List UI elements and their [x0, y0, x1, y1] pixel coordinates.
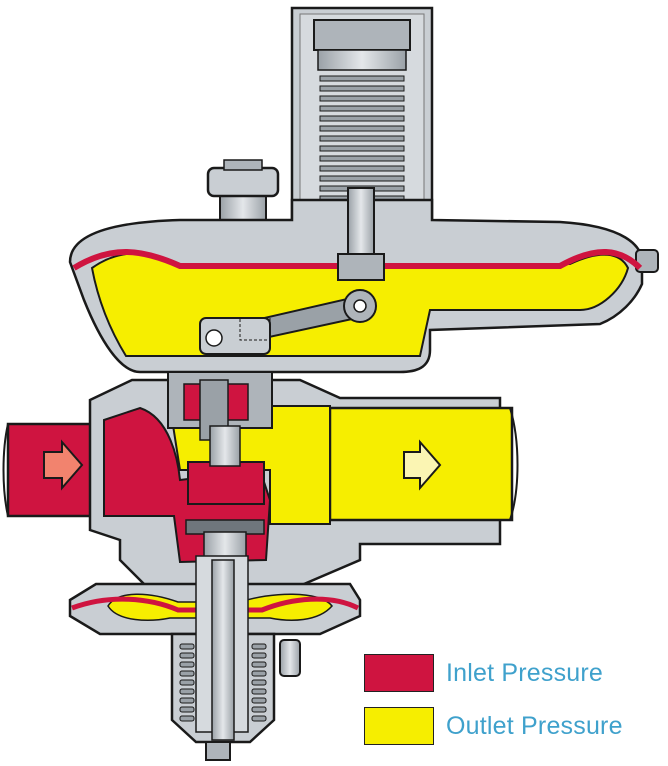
spring-coil [319, 135, 405, 142]
legend-outlet: Outlet Pressure [364, 706, 623, 746]
lower-spring-coil [179, 688, 195, 695]
outlet-flow-arrow [403, 439, 442, 491]
lower-spring-coil [179, 679, 195, 686]
lower-spring-coil [179, 715, 195, 722]
lower-spring-housing [170, 555, 276, 761]
lower-spring-coil [179, 670, 195, 677]
lower-spring-coil [251, 697, 267, 704]
lower-spring-coil [251, 661, 267, 668]
legend-outlet-label: Outlet Pressure [446, 711, 623, 740]
lower-spring-coil [251, 688, 267, 695]
lever-mechanism [199, 187, 385, 355]
spring-coil [319, 145, 405, 152]
spring-coil [319, 115, 405, 122]
main-diaphragm [72, 249, 643, 271]
valve-plug [185, 519, 265, 573]
spring-coil [319, 75, 405, 82]
legend-inlet-swatch [364, 654, 434, 692]
legend-outlet-swatch [364, 707, 434, 745]
lower-spring-coil [179, 643, 195, 650]
lower-spring-coil [251, 679, 267, 686]
spring-coil [319, 85, 405, 92]
legend-inlet: Inlet Pressure [364, 653, 603, 693]
lower-spring-coil [179, 706, 195, 713]
lower-spring-coil [251, 652, 267, 659]
lower-spring-coil [251, 670, 267, 677]
legend-inlet-label: Inlet Pressure [446, 658, 604, 687]
lower-spring-coil [251, 715, 267, 722]
lower-spring-coil [179, 652, 195, 659]
lower-spring-coil [179, 661, 195, 668]
inlet-flow-arrow [43, 439, 84, 491]
spring-coil [319, 165, 405, 172]
orifice-block [167, 371, 273, 505]
spring-coil [319, 155, 405, 162]
spring-coil [319, 175, 405, 182]
lower-spring [179, 643, 267, 722]
spring-coil [319, 95, 405, 102]
lower-spring-coil [179, 697, 195, 704]
lower-spring-coil [251, 643, 267, 650]
lower-spring-coil [251, 706, 267, 713]
spring-coil [319, 125, 405, 132]
side-fitting [279, 639, 301, 677]
spring-coil [319, 105, 405, 112]
